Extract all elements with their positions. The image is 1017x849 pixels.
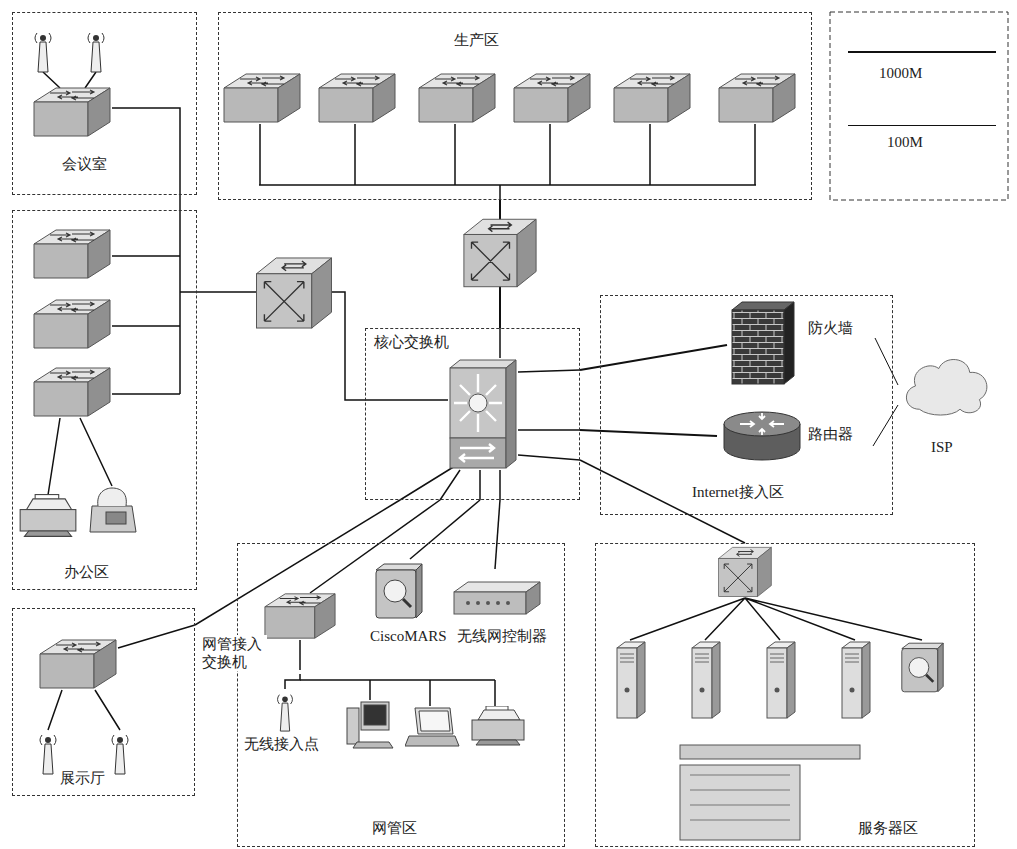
storage-icon [902,643,943,692]
printer-icon [20,495,76,537]
device-node: 网管接入 交换机 [199,593,341,674]
link-line [410,500,480,559]
access-switch [319,74,395,122]
access-switch [419,74,495,122]
distribution-switch [257,258,332,328]
rack-slots [690,775,790,820]
device-label: 防火墙 [807,319,854,337]
antenna-icon [35,33,51,72]
link-line [179,195,181,210]
legend-label: 100M [886,133,924,151]
static-wire [365,328,580,500]
static-wire [48,418,112,495]
zone-region: 服务器区 [595,543,975,847]
legend-line-sample [848,51,996,53]
controller-icon [454,582,540,614]
fax-icon [90,488,136,532]
server-icon [617,642,645,718]
mars-icon [376,564,422,618]
core-switch-icon [450,360,516,468]
patch-panel [680,745,860,759]
zone-region: 会议室 [12,12,197,195]
static-wire [300,640,495,706]
device-node: 路由器 [717,405,873,469]
device-node: 无线网控制器 [451,569,586,651]
server-switch [719,547,772,596]
distribution-switch [464,219,536,286]
link-line [875,338,898,385]
pc-icon [347,702,393,748]
link-line [873,405,898,446]
device-node: CiscoMARS [366,559,452,651]
server-icon [842,642,870,718]
link-line [580,345,727,370]
antenna-icon [88,33,104,72]
server-icon [767,642,795,718]
device-node: ISP [898,340,995,465]
zone-region: 核心交换机 [365,328,580,500]
device-label: 无线网控制器 [456,627,548,645]
printer-icon [472,706,524,745]
access-switch [34,300,110,348]
zone-region: 展示厅 [12,608,195,796]
antenna-icon [278,695,292,731]
zone-label: 办公区 [63,563,110,581]
rack-icon [680,765,800,840]
zone-label: 服务器区 [857,819,919,837]
link-line [495,500,500,569]
link-line [285,674,300,689]
static-wire [630,598,922,640]
zone-label: 展示厅 [59,769,106,787]
access-switch [34,88,110,136]
zone-region: Internet接入区 防火墙路由器 [600,295,893,515]
zone-region: 网管区网管接入 交换机CiscoMARS无线网控制器无线接入点 [237,543,565,847]
server-icon [692,642,720,718]
access-switch [34,368,110,416]
device-node: 无线接入点 [236,689,336,756]
device-label: ISP [930,438,954,456]
network-device-icons [20,33,987,840]
device-label: 网管接入 交换机 [201,635,267,671]
access-switch [265,594,335,638]
device-node: 防火墙 [727,297,875,391]
zone-region: 生产区 [218,12,812,200]
access-switch [40,640,116,688]
legend-box [830,12,1008,200]
legend-label: 1000M [878,64,923,82]
zone-label: 核心交换机 [373,333,450,351]
zone-label: 会议室 [61,155,108,173]
access-switch [224,74,300,122]
access-switch [719,74,795,122]
zone-label: 生产区 [453,31,500,49]
static-wire [259,124,756,200]
laptop-icon [405,708,459,746]
firewall-icon [732,302,794,384]
access-switch [514,74,590,122]
device-label: 无线接入点 [243,735,320,753]
legend-line-sample [848,125,996,126]
access-switch [34,230,110,278]
link-line [580,460,745,543]
zone-label: 网管区 [371,819,418,837]
antenna-icon [112,735,128,774]
zone-region: 办公区 [12,210,197,590]
device-label: 路由器 [807,425,854,443]
zone-label: Internet接入区 [691,483,785,501]
access-switch [614,74,690,122]
device-label: CiscoMARS [369,627,448,645]
router-icon [724,412,800,460]
cloud-icon [906,360,986,416]
antenna-icon [40,735,56,774]
static-wire [43,72,922,730]
